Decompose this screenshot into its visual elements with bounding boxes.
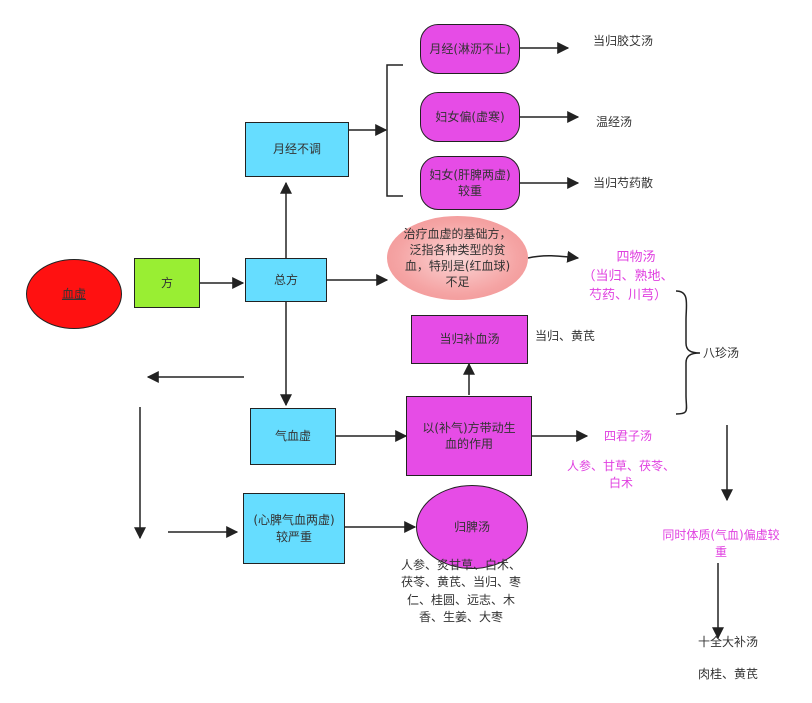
danggui-buxue-node[interactable]: 当归补血汤 [411, 315, 528, 364]
shiquan-text: 十全大补汤 [697, 635, 758, 649]
xuexu-label: 血虚 [61, 286, 86, 301]
qixuexu-node[interactable]: 气血虚 [250, 408, 336, 465]
danggui-huangqi-text: 当归、黄芪 [535, 329, 596, 343]
danggui-buxue-label: 当归补血汤 [439, 332, 500, 347]
guipitang-label: 归脾汤 [453, 519, 490, 534]
qixuexu-label: 气血虚 [274, 429, 311, 444]
wenjing-text: 温经汤 [596, 115, 633, 129]
tongshi-text: 同时体质(气血)偏虚较重 [662, 528, 780, 560]
xuexu-node[interactable]: 血虚 [26, 259, 122, 329]
jichufang-node[interactable]: 治疗血虚的基础方，泛指各种类型的贫血，特别是(红血球)不足 [387, 216, 528, 300]
funv-ganpi-node[interactable]: 妇女(肝脾两虚)较重 [420, 156, 520, 210]
sijunzi-text: 四君子汤 [603, 429, 652, 443]
guipitang-node[interactable]: 归脾汤 [416, 485, 528, 569]
fang-node[interactable]: 方 [134, 258, 200, 308]
sijunzi-ingredients-text: 人参、甘草、茯苓、白术 [566, 459, 675, 491]
funv-xuhan-label: 妇女偏(虚寒) [435, 109, 505, 124]
buqi-label: 以(补气)方带动生血的作用 [422, 420, 516, 451]
danggui-shaoyao-text: 当归芍药散 [593, 176, 654, 190]
arrow-to-siwu [527, 250, 580, 263]
xinpi-node[interactable]: (心脾气血两虚)较严重 [243, 493, 345, 564]
bazhen-text: 八珍汤 [703, 346, 740, 360]
yuejing-butiao-node[interactable]: 月经不调 [245, 122, 349, 177]
siwu-ingredients-text: （当归、熟地、芍药、川芎） [582, 269, 674, 303]
buqi-node[interactable]: 以(补气)方带动生血的作用 [406, 396, 532, 476]
zongfang-node[interactable]: 总方 [245, 258, 327, 302]
bracket-yuejing [386, 64, 403, 197]
brace-bazhen [675, 290, 701, 415]
yuejing-linli-label: 月经(淋沥不止) [429, 41, 511, 56]
funv-xuhan-node[interactable]: 妇女偏(虚寒) [420, 92, 520, 142]
xinpi-label: (心脾气血两虚)较严重 [253, 513, 335, 544]
funv-ganpi-label: 妇女(肝脾两虚)较重 [429, 167, 511, 198]
guipi-ingredients-text: 人参、炙甘草、白术、茯苓、黄芪、当归、枣仁、桂圆、远志、木香、生姜、大枣 [400, 558, 521, 625]
yuejing-butiao-label: 月经不调 [272, 142, 321, 157]
fang-label: 方 [160, 275, 173, 290]
jichufang-label: 治疗血虚的基础方，泛指各种类型的贫血，特别是(红血球)不足 [403, 226, 512, 290]
zongfang-label: 总方 [273, 272, 298, 287]
shiquan-ingredients-text: 肉桂、黄芪 [697, 667, 758, 681]
siwutang-text: 四物汤 [616, 250, 656, 265]
danggui-jiaoai-text: 当归胶艾汤 [593, 34, 654, 48]
yuejing-linli-node[interactable]: 月经(淋沥不止) [420, 24, 520, 74]
